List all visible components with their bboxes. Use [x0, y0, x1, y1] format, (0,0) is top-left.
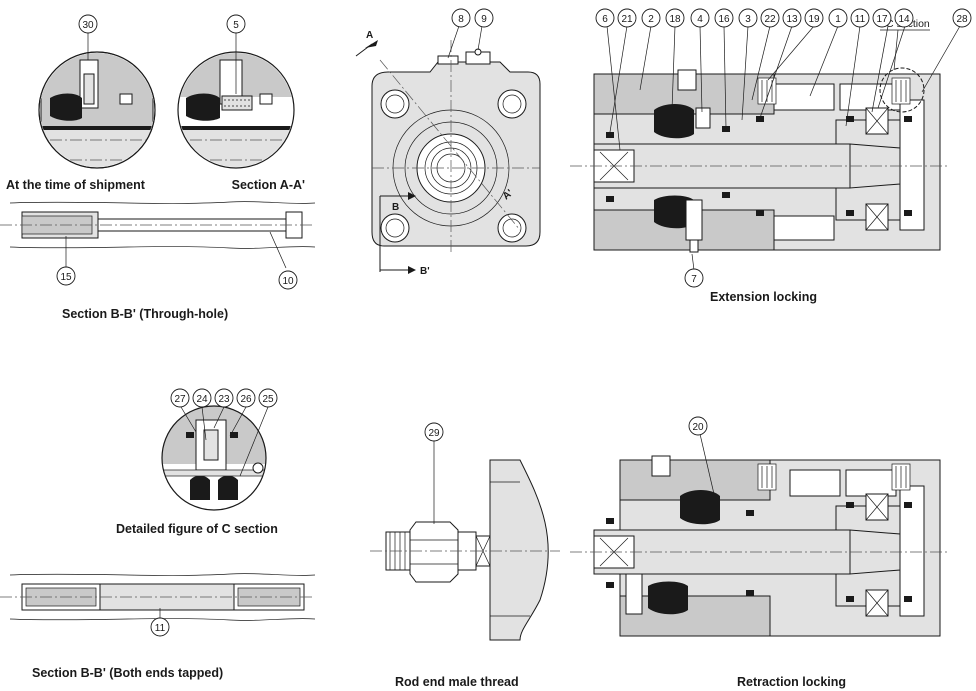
callout-6: 6 [602, 14, 608, 25]
callout-17: 17 [876, 14, 888, 25]
callout-9: 9 [481, 14, 487, 25]
callout-3: 3 [745, 14, 751, 25]
caption-rod-end: Rod end male thread [395, 675, 519, 689]
retraction-locking-view: 20 [570, 416, 950, 637]
callout-15: 15 [60, 272, 72, 283]
mark-b: B [392, 202, 399, 213]
caption-retraction: Retraction locking [737, 675, 846, 689]
callout-11: 11 [855, 14, 866, 25]
rod-end-view: 29 [370, 422, 560, 641]
callout-5: 5 [233, 20, 239, 31]
mark-a: A [366, 30, 373, 41]
callout-11-tapped: 11 [155, 623, 166, 634]
callout-4: 4 [697, 14, 703, 25]
callout-22: 22 [764, 14, 776, 25]
callout-14: 14 [898, 14, 910, 25]
mark-b-prime: B' [420, 266, 430, 277]
callout-19: 19 [808, 14, 820, 25]
callout-29: 29 [428, 428, 440, 439]
front-view: A A' B B' 8 9 [355, 8, 541, 277]
callout-25: 25 [262, 394, 274, 405]
callout-23: 23 [218, 394, 230, 405]
caption-extension: Extension locking [710, 290, 817, 304]
caption-section-aa: Section A-A' [232, 178, 305, 192]
callout-28: 28 [956, 14, 968, 25]
callout-8: 8 [458, 14, 464, 25]
callout-1: 1 [835, 14, 841, 25]
callout-13: 13 [786, 14, 798, 25]
caption-section-bb-tapped: Section B-B' (Both ends tapped) [32, 666, 223, 680]
callout-30: 30 [82, 20, 94, 31]
callout-21: 21 [621, 14, 633, 25]
caption-shipment: At the time of shipment [6, 178, 146, 192]
caption-section-bb-through: Section B-B' (Through-hole) [62, 307, 228, 321]
callout-2: 2 [648, 14, 654, 25]
callout-10: 10 [282, 276, 294, 287]
extension-locking-view: C section 6 21 2 18 4 16 3 22 [570, 8, 972, 288]
section-bb-tapped-view: 11 [0, 573, 316, 637]
callout-20: 20 [692, 422, 704, 433]
extension-callouts: 6 21 2 18 4 16 3 22 13 [595, 8, 972, 288]
shipment-detail-view: 30 [38, 14, 156, 169]
callout-7: 7 [691, 274, 697, 285]
callout-16: 16 [718, 14, 730, 25]
callout-18: 18 [669, 14, 681, 25]
callout-26: 26 [240, 394, 252, 405]
c-section-detail-view: 27 24 23 26 25 [161, 388, 278, 511]
caption-c-detail: Detailed figure of C section [116, 522, 278, 536]
section-bb-through-view: 15 10 [0, 201, 316, 290]
section-aa-view: 5 [177, 14, 295, 169]
callout-27: 27 [174, 394, 186, 405]
callout-24: 24 [196, 394, 208, 405]
